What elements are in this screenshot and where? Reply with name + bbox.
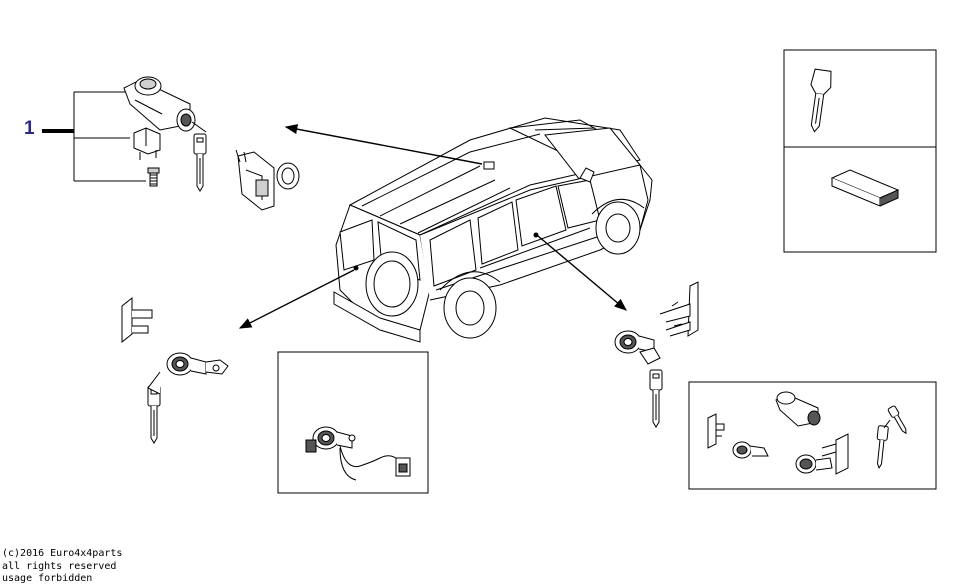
shear-bolt [147,167,160,187]
roof-lock-point [483,161,495,170]
copyright-line: usage forbidden [2,573,93,584]
callout-label: 1 [24,118,35,139]
door-lock-point [533,232,539,238]
copyright-line: (c)2016 Euro4x4parts [2,548,123,559]
callout-bracket [73,91,146,182]
arrow-to-tailgate [238,269,355,329]
ignition-lock-housing [123,76,196,132]
key-blank-panel [783,49,937,253]
door-lock-group [614,281,699,428]
pointer-arrows [238,124,627,329]
key-antenna-module [235,149,275,211]
tailgate-key [147,385,161,444]
tailgate-lock-point [353,265,359,271]
tailgate-lock-group [121,297,229,444]
wired-lock-panel [277,351,429,494]
copyright-notice: (c)2016 Euro4x4parts all rights reserved… [2,548,122,586]
lock-set-panel [688,381,937,490]
ignition-lock-group [42,76,300,211]
door-key [649,369,663,428]
antenna-ring [276,162,300,190]
suv-vehicle-illustration [333,117,653,343]
ignition-key [193,133,207,192]
transponder-chip [830,169,900,207]
copyright-line: all rights reserved [2,560,117,572]
arrow-to-door [537,235,627,311]
arrow-to-ignition [284,124,483,165]
